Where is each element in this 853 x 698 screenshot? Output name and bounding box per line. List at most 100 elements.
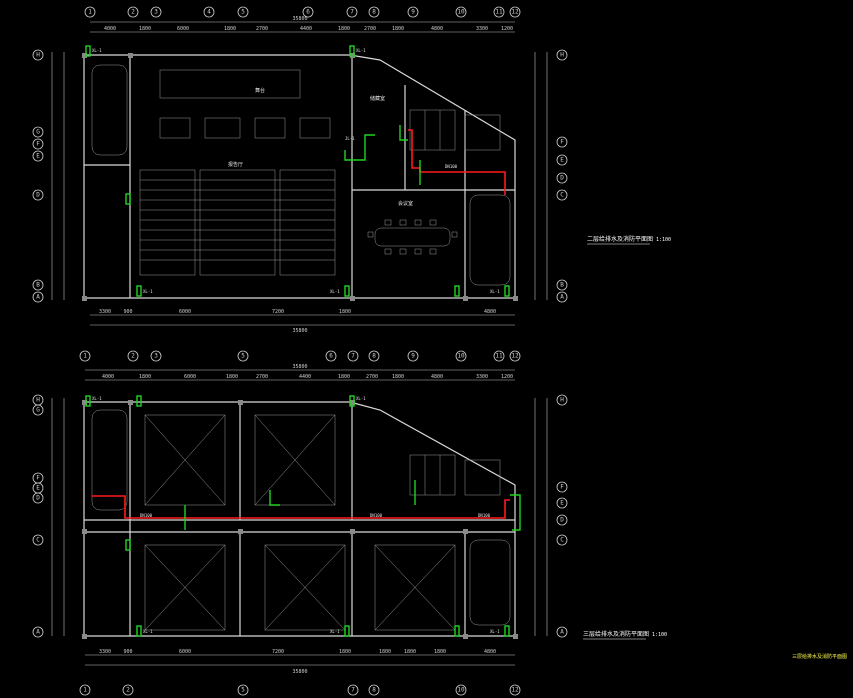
dimension-segment: 4000 [102, 374, 114, 380]
dimension-segment: 1800 [379, 649, 391, 655]
dimension-segment: 1800 [224, 26, 236, 32]
grid-bubble-label: 3 [154, 353, 158, 360]
grid-bubble-label: D [560, 517, 564, 524]
grid-bubble-label: C [560, 537, 564, 544]
dimension-segment: 1800 [139, 374, 151, 380]
grid-bubble-label: 1 [83, 353, 87, 360]
pipe-label: DN100 [445, 164, 458, 169]
grid-bubble-label: E [36, 153, 40, 160]
equipment-label: XL-1 [143, 289, 153, 294]
corner-label: 三层给排水及消防平面图 [792, 653, 847, 660]
grid-bubble: 2 [127, 350, 139, 362]
dimension-segment: 1800 [404, 649, 416, 655]
equipment-label: XL-1 [490, 629, 500, 634]
plan-3f-top-dimensions: 35800 4000 1800 6000 1800 2700 4400 1800… [85, 364, 515, 381]
grid-bubble-label: 1 [88, 9, 92, 16]
dimension-segment: 1800 [338, 26, 350, 32]
grid-bubble-label: F [560, 484, 564, 491]
grid-bubble-label: 10 [457, 687, 465, 694]
grid-bubble: 3 [150, 6, 162, 18]
plan-2f-meeting-room: 会议室 [367, 200, 458, 255]
grid-bubble-label: A [36, 294, 40, 301]
plan-2f-top-dimensions: 35800 4000 1800 6000 1800 2700 4400 1800… [90, 16, 515, 33]
grid-bubble-label: 11 [495, 353, 503, 360]
dimension-segment: 4000 [104, 26, 116, 32]
grid-bubble-label: 4 [207, 9, 211, 16]
room-label-stage: 舞台 [255, 87, 265, 94]
dimension-segment: 2700 [256, 26, 268, 32]
equipment-label: XL-1 [330, 289, 340, 294]
room-label-hall: 报告厅 [228, 161, 243, 168]
dimension-segment: 1200 [501, 374, 513, 380]
grid-bubble-label: E [560, 157, 564, 164]
grid-bubble-label: H [560, 52, 564, 59]
grid-bubble-label: 5 [241, 9, 245, 16]
plan-scale-2f: 1:100 [656, 237, 671, 243]
grid-bubble-label: 3 [154, 9, 158, 16]
plan-3f-supply-pipe [92, 495, 510, 519]
grid-bubble-label: 6 [306, 9, 310, 16]
equipment-label: XL-1 [92, 48, 102, 53]
grid-bubble-label: D [36, 495, 40, 502]
grid-bubble: 1 [84, 6, 96, 18]
plan-2f-seating-front [159, 117, 331, 139]
grid-bubble-label: 11 [495, 9, 503, 16]
dimension-segment: 1800 [339, 309, 351, 315]
grid-bubble-label: 12 [511, 9, 519, 16]
grid-bubble-label: 8 [372, 687, 376, 694]
grid-bubble: 2 [127, 6, 139, 18]
room-label-meeting: 会议室 [398, 200, 413, 207]
plan-3f-columns [82, 400, 518, 639]
plan-scale-3f: 1:100 [652, 632, 667, 638]
grid-bubble: 7 [346, 6, 358, 18]
dimension-segment: 1800 [392, 374, 404, 380]
dimension-segment: 1200 [501, 26, 513, 32]
plan-2f-right-grid-bubbles: H F E D C B A [534, 49, 568, 303]
plan-2f-stage: 舞台 [159, 69, 301, 99]
equipment-label: XL-1 [490, 289, 500, 294]
grid-bubble-label: F [560, 139, 564, 146]
dimension-segment: 900 [123, 649, 132, 655]
grid-bubble: 12 [509, 6, 521, 18]
plan-3f-bottom-dimensions: 3300 900 6000 7200 1800 1800 1800 1800 4… [85, 649, 515, 675]
grid-bubble-label: 9 [411, 353, 415, 360]
grid-bubble: 9 [407, 350, 419, 362]
plan-3f-left-grid-bubbles: H G F E D C A [32, 394, 65, 638]
grid-bubble-label: 7 [350, 9, 354, 16]
pipe-label: DN100 [370, 513, 383, 518]
grid-bubble-label: 2 [126, 687, 130, 694]
dimension-total: 35800 [292, 328, 307, 334]
pipe-label: DN100 [140, 513, 153, 518]
plan-2f-equipment: XL-1 XL-1 XL-1 XL-1 XL-1 JL-1 DN100 [85, 45, 510, 297]
dimension-total: 35800 [292, 364, 307, 370]
grid-bubble-label: B [560, 282, 564, 289]
grid-bubble-label: H [36, 52, 40, 59]
grid-bubble-label: 9 [411, 9, 415, 16]
plan-3f-washrooms [409, 454, 501, 496]
grid-bubble-label: E [560, 500, 564, 507]
riser-label: JL-1 [345, 136, 355, 141]
plan-2f-bottom-dimensions: 3300 900 6000 7200 1800 4800 35800 [90, 309, 515, 334]
grid-bubble: 3 [150, 350, 162, 362]
grid-bubble-label: 12 [511, 687, 519, 694]
plan-2f-top-grid-bubbles: 1 2 3 4 5 6 7 8 9 10 11 12 [84, 6, 521, 18]
grid-bubble-label: 10 [457, 9, 465, 16]
dimension-segment: 2700 [364, 26, 376, 32]
grid-bubble-label: D [36, 192, 40, 199]
grid-bubble-label: 2 [131, 9, 135, 16]
dimension-total: 35800 [292, 669, 307, 675]
room-label-storage: 储藏室 [370, 95, 385, 102]
dimension-segment: 1800 [434, 649, 446, 655]
dimension-segment: 4800 [484, 649, 496, 655]
grid-bubble: 8 [368, 350, 380, 362]
dimension-segment: 3300 [99, 649, 111, 655]
grid-bubble-label: C [36, 537, 40, 544]
grid-bubble: 8 [368, 6, 380, 18]
grid-bubble-label: A [560, 294, 564, 301]
dimension-segment: 3300 [476, 374, 488, 380]
plan-3f-bottom-grid-bubbles: 1 2 5 7 8 10 12 [79, 684, 521, 696]
grid-bubble-label: 8 [372, 353, 376, 360]
dimension-segment: 3300 [476, 26, 488, 32]
grid-bubble-label: D [560, 175, 564, 182]
